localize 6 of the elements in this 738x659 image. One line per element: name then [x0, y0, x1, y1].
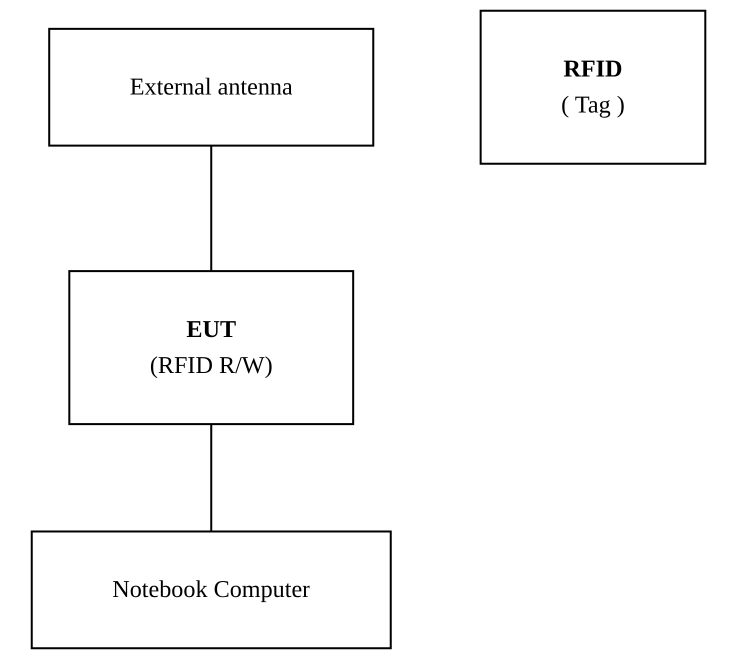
- connector: [210, 146, 213, 272]
- node-box: Notebook Computer: [31, 530, 392, 650]
- node-box: External antenna: [48, 28, 375, 147]
- node-box: EUT (RFID R/W): [68, 270, 355, 426]
- node-box: RFID ( Tag ): [480, 10, 707, 165]
- connector: [210, 424, 213, 532]
